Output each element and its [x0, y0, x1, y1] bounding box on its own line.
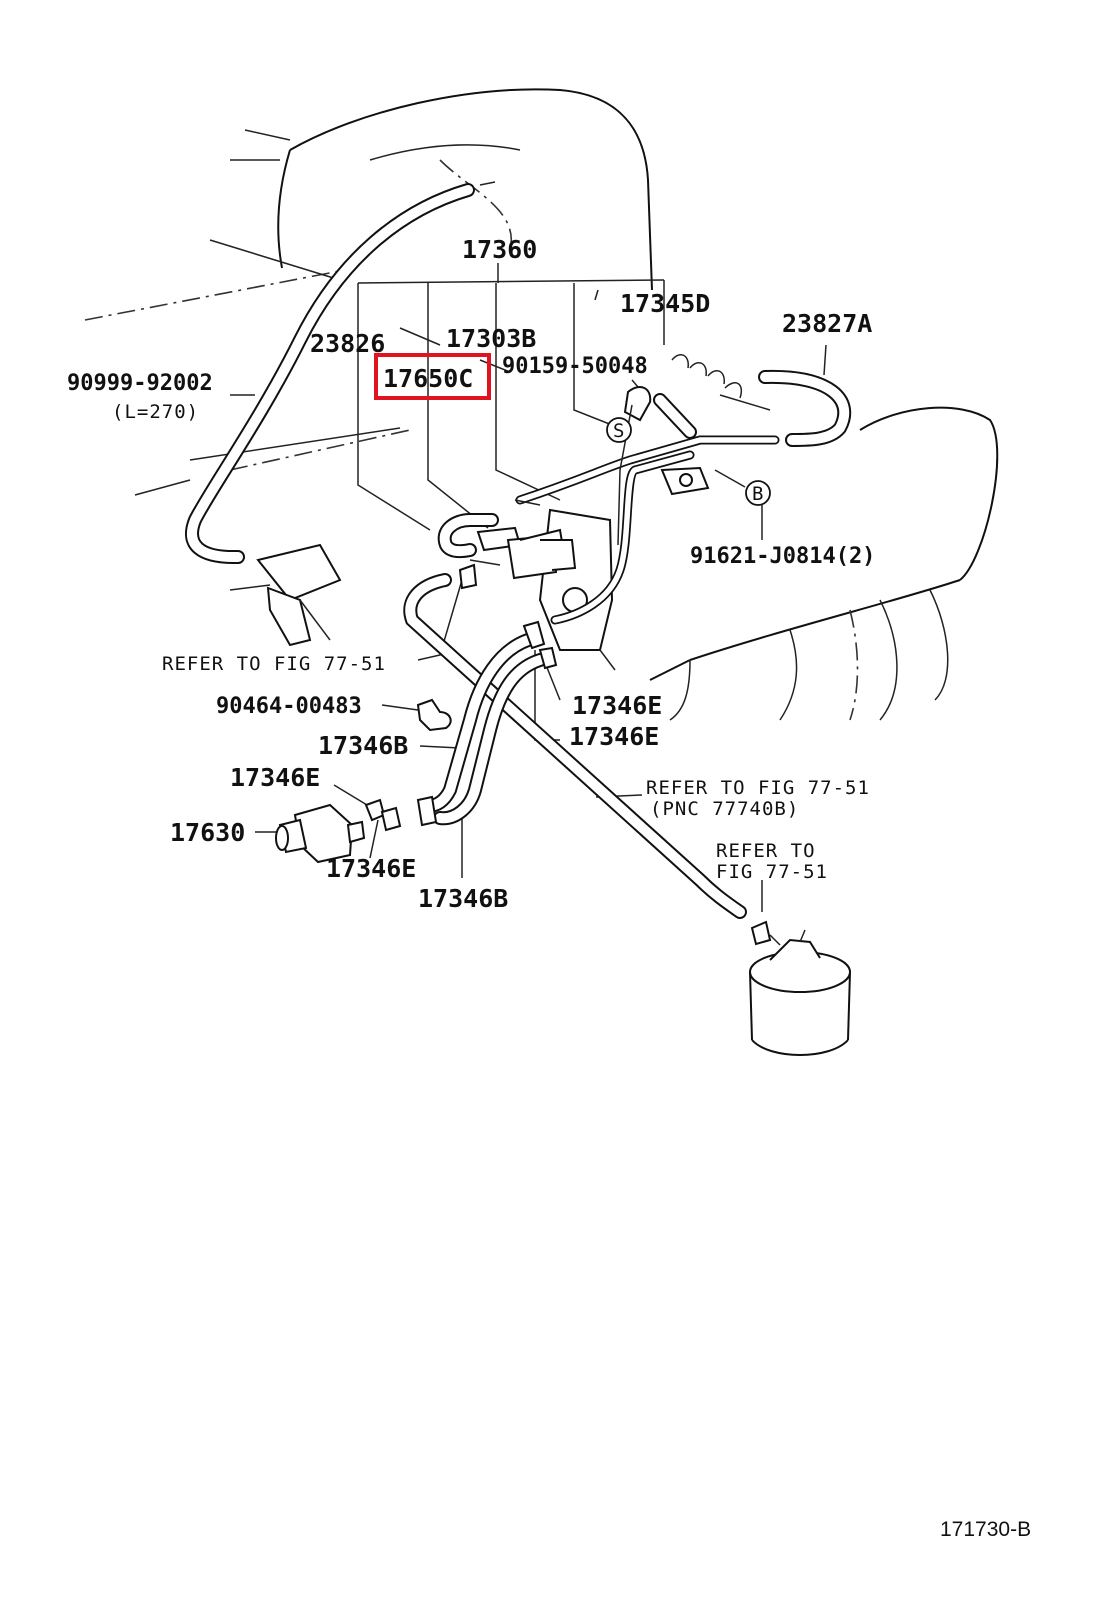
hose-17345D	[653, 353, 771, 439]
clips-17346E	[364, 620, 558, 832]
figure-code: 171730-B	[940, 1518, 1031, 1541]
vacuum-pipes	[515, 386, 780, 625]
label-17346E-c: 17346E	[230, 763, 320, 792]
label-17303B: 17303B	[446, 324, 536, 353]
highlight-box-17650C	[374, 353, 491, 400]
sensor-17630	[275, 803, 366, 864]
hose-23827A	[758, 369, 852, 447]
hose-90999	[185, 181, 496, 565]
label-17650C[interactable]: 17650C	[383, 364, 473, 393]
label-refer-fig-3-fig[interactable]: FIG 77-51	[716, 861, 828, 883]
label-17360: 17360	[462, 235, 537, 264]
label-90999-length: (L=270)	[112, 401, 199, 423]
hoses-17346B	[416, 633, 547, 827]
charcoal-canister	[749, 920, 851, 1056]
label-refer-fig-2[interactable]: REFER TO FIG 77-51	[646, 777, 870, 799]
vsv-valve-left	[229, 543, 342, 647]
label-23827A: 23827A	[782, 309, 872, 338]
label-17346E-d: 17346E	[326, 854, 416, 883]
label-refer-fig-3[interactable]: REFER TO	[716, 840, 816, 862]
label-17346E-b: 17346E	[569, 722, 659, 751]
callout-circle-s	[606, 417, 632, 443]
label-91621-J0814: 91621-J0814(2)	[690, 544, 875, 569]
label-17345D: 17345D	[620, 289, 710, 318]
label-90464-00483: 90464-00483	[216, 694, 362, 719]
label-17630: 17630	[170, 818, 245, 847]
label-circle-b: B	[752, 483, 764, 505]
callout-circle-b	[745, 480, 771, 506]
label-17346B-a: 17346B	[318, 731, 408, 760]
clamp-90464	[416, 698, 452, 732]
label-90159-50048: 90159-50048	[502, 354, 648, 379]
vsv-assembly	[437, 499, 577, 580]
hose-to-canister	[403, 563, 747, 919]
engine-outline	[84, 88, 999, 721]
label-23826: 23826	[310, 329, 385, 358]
label-refer-fig-1[interactable]: REFER TO FIG 77-51	[162, 653, 386, 675]
label-90999-92002: 90999-92002	[67, 371, 213, 396]
label-17346B-b: 17346B	[418, 884, 508, 913]
label-17346E-a: 17346E	[572, 691, 662, 720]
label-circle-s: S	[613, 420, 625, 442]
label-refer-fig-2-pnc: (PNC 77740B)	[650, 798, 799, 820]
